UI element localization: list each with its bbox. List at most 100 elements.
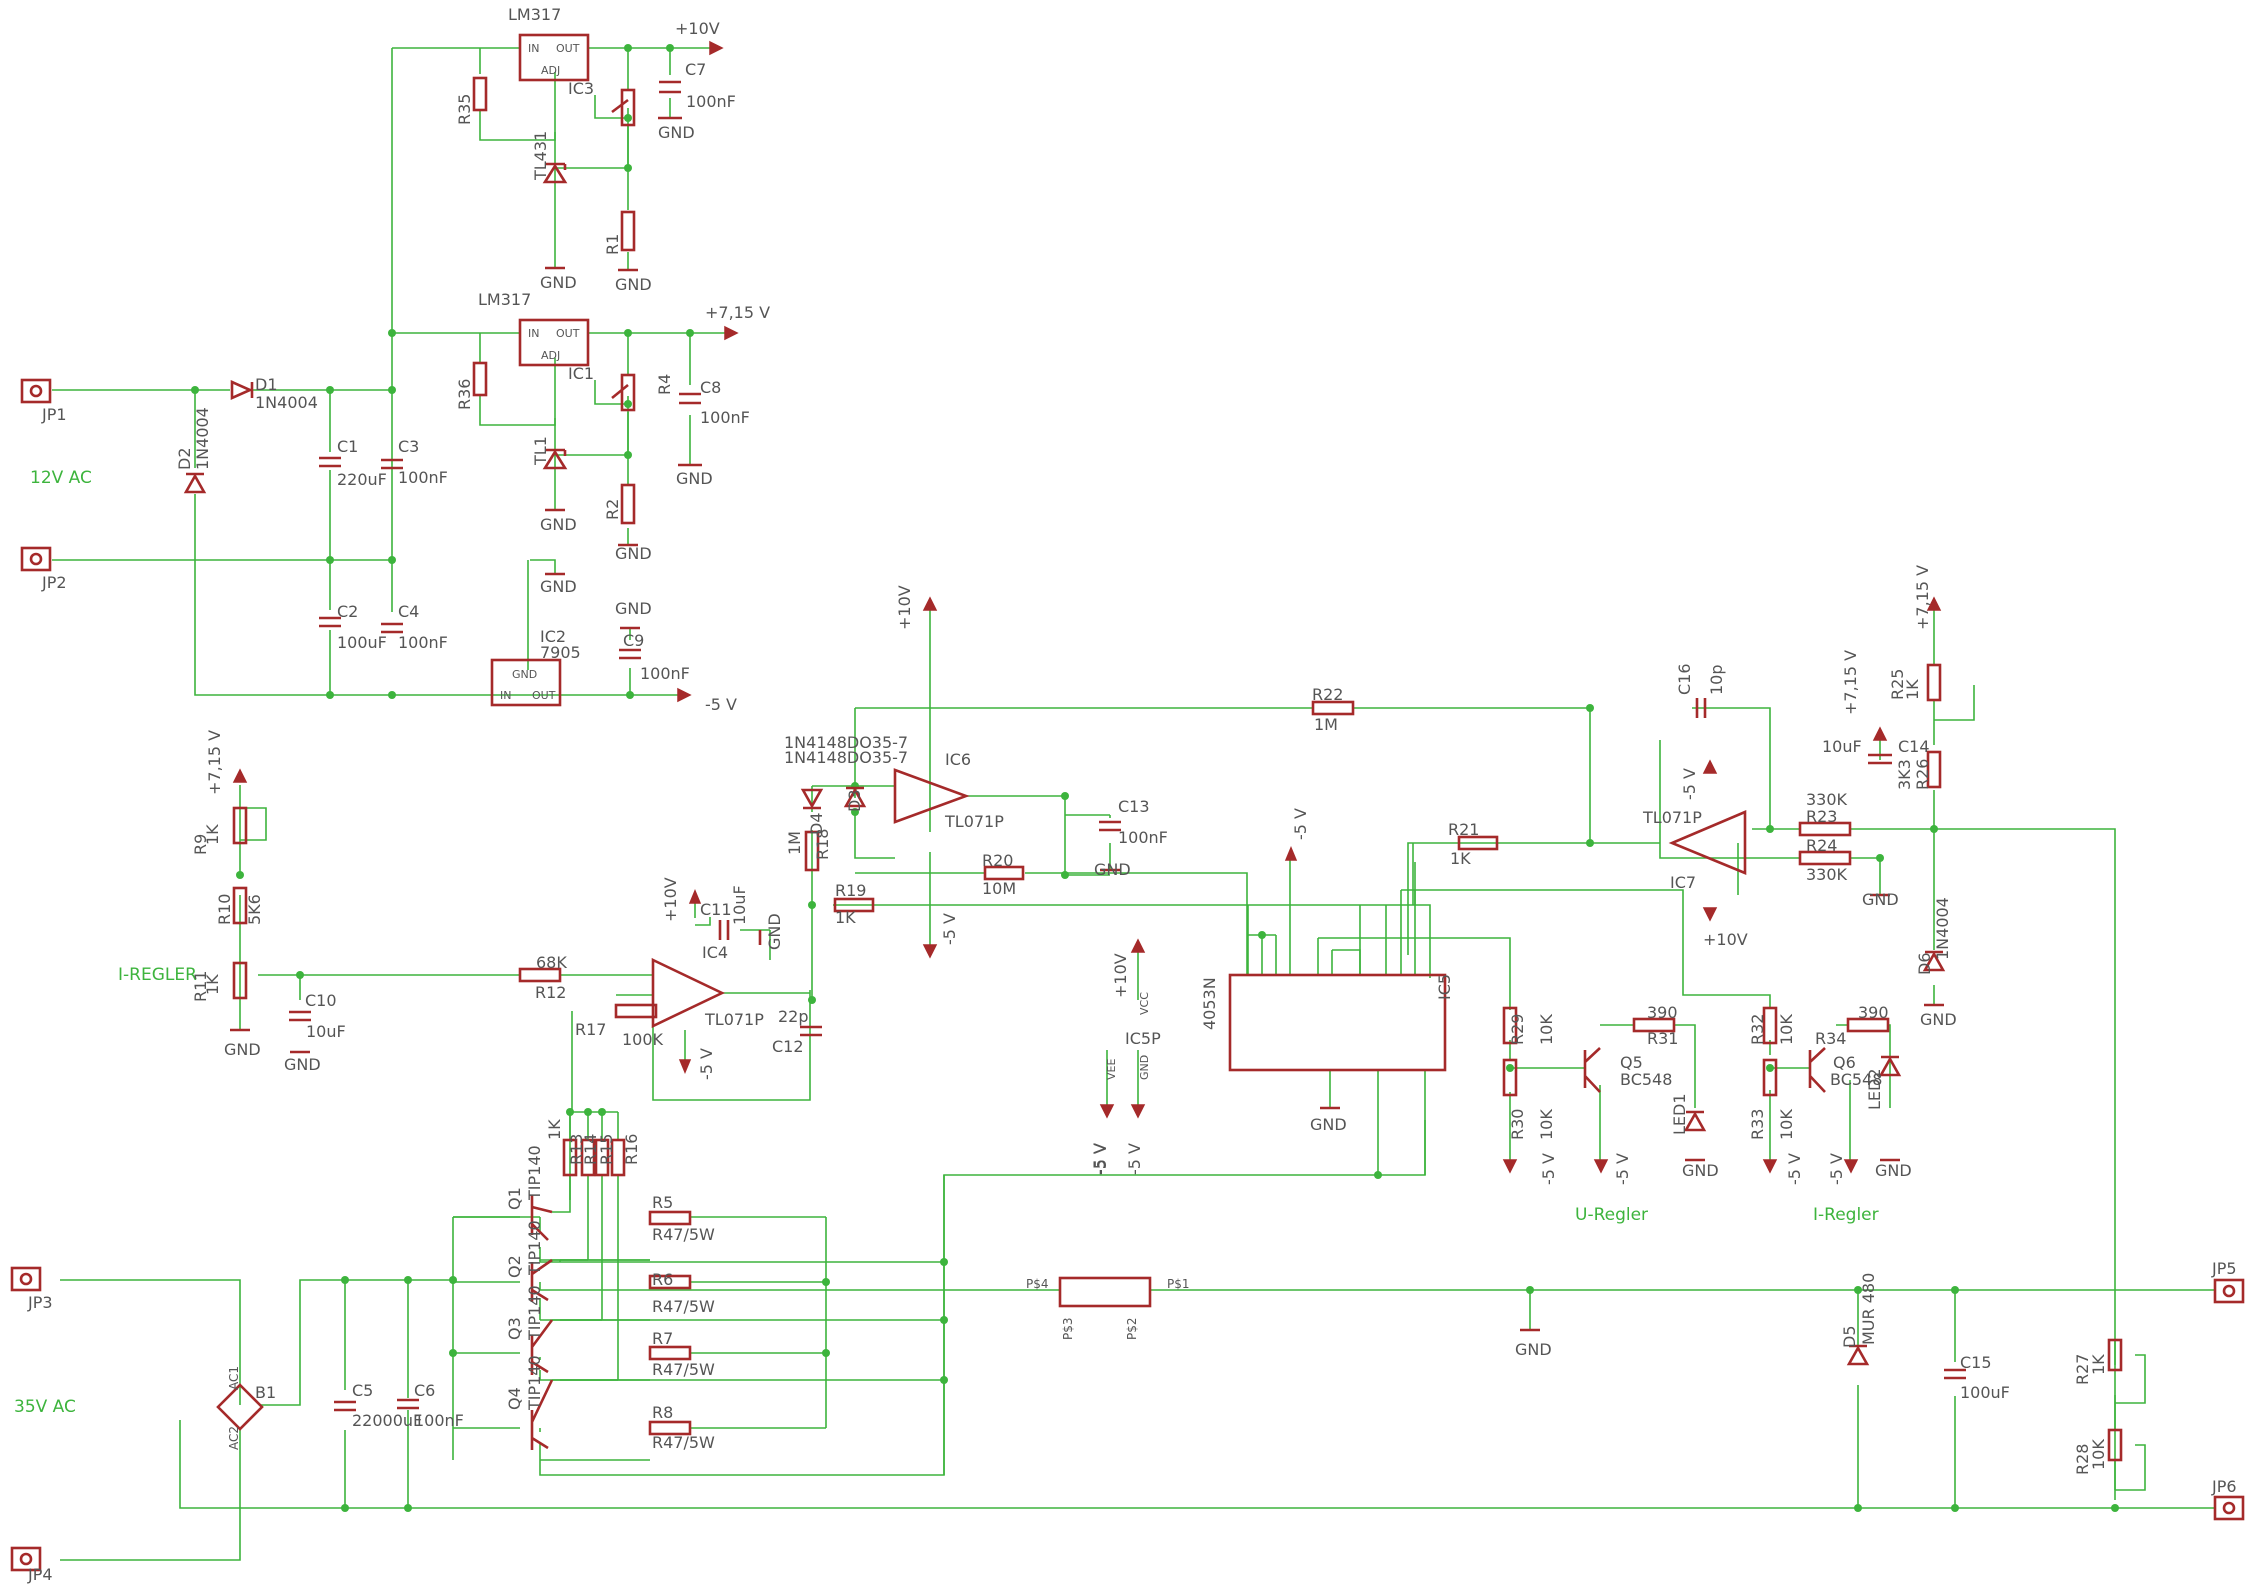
- schematic-label: AC1: [227, 1366, 241, 1390]
- schematic-label: GND: [615, 599, 652, 618]
- schematic-label: P$4: [1026, 1277, 1049, 1291]
- schematic-label: R35: [455, 94, 474, 125]
- schematic-label: JP5: [2211, 1259, 2237, 1278]
- schematic-label: U-Regler: [1575, 1205, 1648, 1225]
- schematic-label: IC2: [540, 627, 566, 646]
- schematic-label: C11: [700, 900, 732, 919]
- c1-capacitor: [319, 456, 341, 468]
- schematic-label: 100nF: [686, 92, 736, 111]
- r17-trimmer: [614, 1003, 658, 1019]
- schematic-label: GND: [1920, 1010, 1957, 1029]
- schematic-label: C1: [337, 437, 358, 456]
- schematic-label: VEE: [1105, 1059, 1118, 1080]
- schematic-label: BC548: [1830, 1070, 1882, 1089]
- schematic-label: 220uF: [337, 470, 387, 489]
- schematic-label: JP1: [41, 405, 67, 424]
- schematic-label: R47/5W: [652, 1297, 715, 1316]
- schematic-label: IC3: [568, 79, 594, 98]
- schematic-label: OUT: [556, 327, 580, 340]
- c10-capacitor: [289, 1010, 311, 1022]
- schematic-label: 1K: [203, 824, 222, 845]
- r34-resistor: [1846, 1017, 1890, 1033]
- c3-capacitor: [381, 458, 403, 470]
- schematic-label: +10V: [895, 585, 914, 630]
- schematic-label: R29: [1508, 1014, 1527, 1045]
- schematic-label: R12: [535, 983, 566, 1002]
- schematic-label: IC5: [1435, 974, 1454, 1000]
- schematic-label: JP4: [27, 1565, 53, 1584]
- schematic-label: TIP140: [525, 1145, 544, 1201]
- schematic-label: IC1: [568, 364, 594, 383]
- schematic-label: 100nF: [640, 664, 690, 683]
- schematic-label: TL071P: [944, 812, 1004, 831]
- schematic-label: IN: [528, 42, 539, 55]
- schematic-label: VCC: [1138, 992, 1151, 1015]
- schematic-label: 10K: [1777, 1109, 1796, 1140]
- schematic-label: IC5P: [1125, 1029, 1161, 1048]
- schematic-label: R28: [2073, 1444, 2092, 1475]
- c7-capacitor: [659, 80, 681, 94]
- schematic-label: R47/5W: [652, 1360, 715, 1379]
- r32-resistor: [1762, 1006, 1778, 1045]
- schematic-label: D1: [255, 375, 278, 394]
- schematic-label: R11: [191, 971, 210, 1002]
- schematic-label: +7,15 V: [705, 303, 770, 322]
- schematic-label: 100uF: [337, 633, 387, 652]
- schematic-label: -5 V: [697, 1048, 716, 1080]
- schematic-label: R31: [1647, 1029, 1678, 1048]
- jp3-connector: [10, 1266, 42, 1292]
- schematic-label: OUT: [556, 42, 580, 55]
- d6-diode: [1922, 950, 1946, 972]
- schematic-label: B1: [255, 1383, 276, 1402]
- schematic-label: 1N4004: [1933, 897, 1952, 960]
- schematic-label: TL431: [531, 131, 550, 181]
- r25-trimmer: [1926, 663, 1942, 702]
- schematic-label: R2: [603, 499, 622, 520]
- q1-transistor: [530, 1195, 553, 1241]
- schematic-label: TIP140: [525, 1285, 544, 1341]
- r11-trimmer: [232, 961, 248, 1000]
- schematic-label: C4: [398, 602, 419, 621]
- r6-resistor: [648, 1274, 692, 1290]
- schematic-label: -5 V: [1827, 1153, 1846, 1185]
- ic1-regulator: [518, 318, 590, 367]
- schematic-label: 7905: [540, 643, 581, 662]
- r29-resistor: [1502, 1006, 1518, 1045]
- schematic-label: Q4: [505, 1387, 524, 1410]
- schematic-label: I-REGLER: [118, 965, 197, 985]
- schematic-label: GND: [224, 1040, 261, 1059]
- jp1-connector: [20, 378, 52, 404]
- schematic-label: MUR 480: [1859, 1273, 1878, 1345]
- schematic-label: D3: [845, 790, 864, 813]
- c6-capacitor: [397, 1398, 419, 1410]
- ic6-opamp: [893, 768, 970, 824]
- c15-capacitor: [1944, 1368, 1966, 1380]
- schematic-label: 390: [1858, 1003, 1889, 1022]
- schematic-label: Q3: [505, 1317, 524, 1340]
- schematic-label: R23: [1806, 807, 1837, 826]
- schematic-label: R13: [567, 1134, 586, 1165]
- schematic-label: R22: [1312, 685, 1343, 704]
- schematic-label: R10: [215, 894, 234, 925]
- r28-trimmer: [2107, 1428, 2123, 1462]
- r35-resistor: [472, 76, 488, 112]
- c12-capacitor: [800, 1025, 822, 1037]
- schematic-label: 1K: [1903, 679, 1922, 700]
- schematic-label: -5 V: [1539, 1153, 1558, 1185]
- schematic-label: 12V AC: [30, 468, 92, 488]
- trimmer-mid-icon: [620, 373, 636, 412]
- schematic-label: 1K: [545, 1119, 564, 1140]
- r5-resistor: [648, 1210, 692, 1226]
- schematic-label: IN: [528, 327, 539, 340]
- schematic-label: 100uF: [1960, 1383, 2010, 1402]
- r2-resistor: [620, 483, 636, 525]
- schematic-label: R9: [191, 834, 210, 855]
- schematic-label: C12: [772, 1037, 804, 1056]
- d4-diode: [800, 788, 824, 810]
- schematic-label: R6: [652, 1270, 673, 1289]
- schematic-label: 4053N: [1200, 977, 1219, 1030]
- schematic-label: R1: [603, 234, 622, 255]
- d1-diode: [230, 379, 254, 401]
- schematic-label: C10: [305, 991, 337, 1010]
- jp2-connector: [20, 546, 52, 572]
